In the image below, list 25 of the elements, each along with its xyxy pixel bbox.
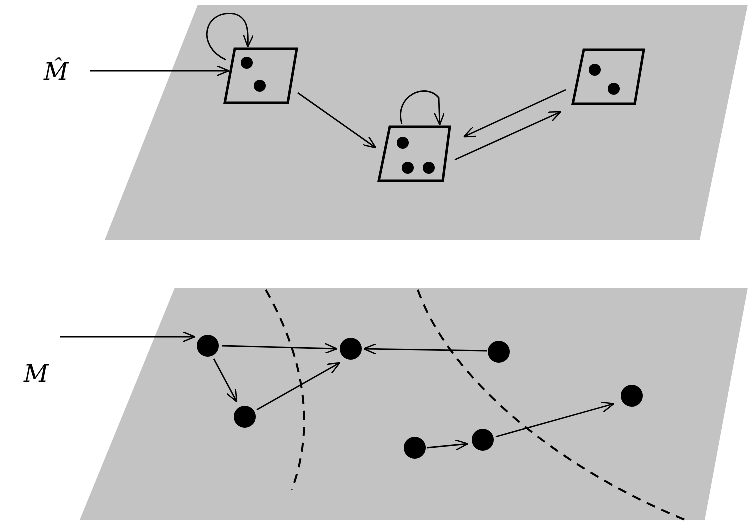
arrow <box>213 358 238 403</box>
point-marker <box>404 437 426 459</box>
arrow <box>496 402 615 438</box>
arrow <box>90 65 230 77</box>
arrow <box>463 89 566 138</box>
space-label: M̂ <box>44 60 69 84</box>
point-marker <box>340 338 362 360</box>
space-label: M <box>24 362 49 386</box>
arrow <box>454 111 562 161</box>
state-box <box>225 49 297 103</box>
loop-arrow <box>206 13 254 61</box>
arrow <box>426 440 469 451</box>
arrow <box>298 92 377 149</box>
arrow <box>222 343 338 354</box>
arrow <box>363 344 488 355</box>
state-box <box>573 50 644 104</box>
point-marker <box>472 429 494 451</box>
arrow <box>60 331 196 343</box>
point-marker <box>234 406 256 428</box>
point-marker <box>197 335 219 357</box>
point-marker <box>621 385 643 407</box>
loop-arrow <box>400 90 446 126</box>
point-marker <box>488 341 510 363</box>
arrow <box>256 362 341 411</box>
state-box <box>379 127 450 181</box>
